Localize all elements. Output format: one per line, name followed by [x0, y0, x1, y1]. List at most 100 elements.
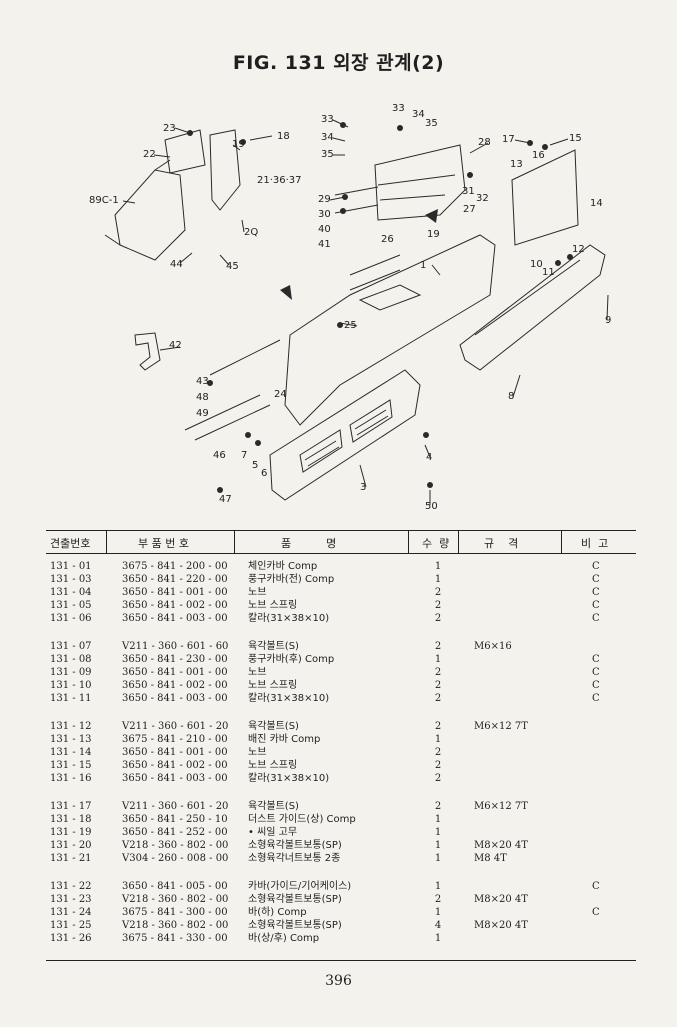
- column-divider: [106, 531, 107, 553]
- part-name-cell: 칼라(31×38×10): [248, 693, 330, 704]
- part-no-cell: 3650 - 841 - 001 - 00: [122, 667, 228, 678]
- ref-no-cell: 131 - 07: [50, 641, 92, 652]
- callout-label: 26: [381, 234, 394, 245]
- spec-cell: M6×12 7T: [474, 801, 528, 812]
- callout-label: 44: [170, 259, 183, 270]
- quantity-cell: 1: [434, 933, 442, 944]
- part-no-cell: 3650 - 841 - 220 - 00: [122, 574, 228, 585]
- callout-label: 40: [318, 224, 331, 235]
- callout-label: 43: [196, 376, 209, 387]
- part-name-cell: 소형육각볼트보통(SP): [248, 894, 342, 905]
- part-name-cell: 배진 카바 Comp: [248, 734, 321, 745]
- callout-label: 9: [605, 315, 611, 326]
- ref-no-cell: 131 - 14: [50, 747, 92, 758]
- quantity-cell: 2: [434, 721, 442, 732]
- callout-label: 34: [412, 109, 425, 120]
- callout-label: 30: [318, 209, 331, 220]
- figure-title: FIG. 131 외장 관계(2): [232, 52, 445, 74]
- part-name-cell: 육각볼트(S): [248, 721, 299, 732]
- quantity-cell: 2: [434, 801, 442, 812]
- ref-no-cell: 131 - 18: [50, 814, 92, 825]
- ref-no-cell: 131 - 22: [50, 881, 92, 892]
- callout-label: 50: [425, 501, 438, 512]
- part-name-cell: 육각볼트(S): [248, 801, 299, 812]
- part-no-cell: V211 - 360 - 601 - 60: [122, 641, 229, 652]
- quantity-cell: 2: [434, 600, 442, 611]
- remark-cell: C: [592, 881, 600, 892]
- header-name: 품 명: [281, 537, 337, 550]
- ref-no-cell: 131 - 13: [50, 734, 92, 745]
- callout-label: 42: [169, 340, 182, 351]
- part-name-cell: 노브: [248, 587, 267, 598]
- quantity-cell: 1: [434, 654, 442, 665]
- part-name-cell: 더스트 가이드(상) Comp: [248, 814, 356, 825]
- callout-label: 89C-1: [89, 195, 119, 206]
- part-no-cell: 3650 - 841 - 003 - 00: [122, 693, 228, 704]
- quantity-cell: 2: [434, 760, 442, 771]
- callout-label: 46: [213, 450, 226, 461]
- part-name-cell: 노브 스프링: [248, 600, 298, 611]
- callout-label: 41: [318, 239, 331, 250]
- ref-no-cell: 131 - 05: [50, 600, 92, 611]
- ref-no-cell: 131 - 11: [50, 693, 92, 704]
- quantity-cell: 2: [434, 680, 442, 691]
- column-divider: [234, 531, 235, 553]
- ref-no-cell: 131 - 19: [50, 827, 92, 838]
- remark-cell: C: [592, 680, 600, 691]
- spec-cell: M6×12 7T: [474, 721, 528, 732]
- column-divider: [561, 531, 562, 553]
- ref-no-cell: 131 - 23: [50, 894, 92, 905]
- remark-cell: C: [592, 693, 600, 704]
- part-name-cell: 체인카바 Comp: [248, 561, 318, 572]
- callout-label: 35: [321, 149, 334, 160]
- part-name-cell: 칼라(31×38×10): [248, 773, 330, 784]
- remark-cell: C: [592, 574, 600, 585]
- callout-label: 11: [542, 267, 555, 278]
- callout-label: 32: [476, 193, 489, 204]
- callout-label: 29: [318, 194, 331, 205]
- quantity-cell: 1: [434, 881, 442, 892]
- quantity-cell: 1: [434, 734, 442, 745]
- callout-label: 17: [502, 134, 515, 145]
- part-name-cell: 노브: [248, 667, 267, 678]
- quantity-cell: 2: [434, 587, 442, 598]
- callout-label: 4: [426, 452, 432, 463]
- part-no-cell: V218 - 360 - 802 - 00: [122, 840, 229, 851]
- header-remark: 비 고: [581, 537, 609, 550]
- callout-label: 25: [344, 320, 357, 331]
- part-name-cell: 소형육각너트보통 2종: [248, 853, 341, 864]
- callout-label: 1: [420, 260, 426, 271]
- quantity-cell: 1: [434, 907, 442, 918]
- part-no-cell: V211 - 360 - 601 - 20: [122, 721, 229, 732]
- quantity-cell: 1: [434, 840, 442, 851]
- quantity-cell: 2: [434, 667, 442, 678]
- part-no-cell: V218 - 360 - 802 - 00: [122, 920, 229, 931]
- header-spec: 규 격: [484, 537, 519, 550]
- callout-label: 23: [163, 123, 176, 134]
- part-no-cell: 3650 - 841 - 252 - 00: [122, 827, 228, 838]
- spec-cell: M8×20 4T: [474, 840, 528, 851]
- part-name-cell: 바(상/후) Comp: [248, 933, 320, 944]
- part-no-cell: 3650 - 841 - 005 - 00: [122, 881, 228, 892]
- ref-no-cell: 131 - 16: [50, 773, 92, 784]
- spec-cell: M8 4T: [474, 853, 507, 864]
- remark-cell: C: [592, 561, 600, 572]
